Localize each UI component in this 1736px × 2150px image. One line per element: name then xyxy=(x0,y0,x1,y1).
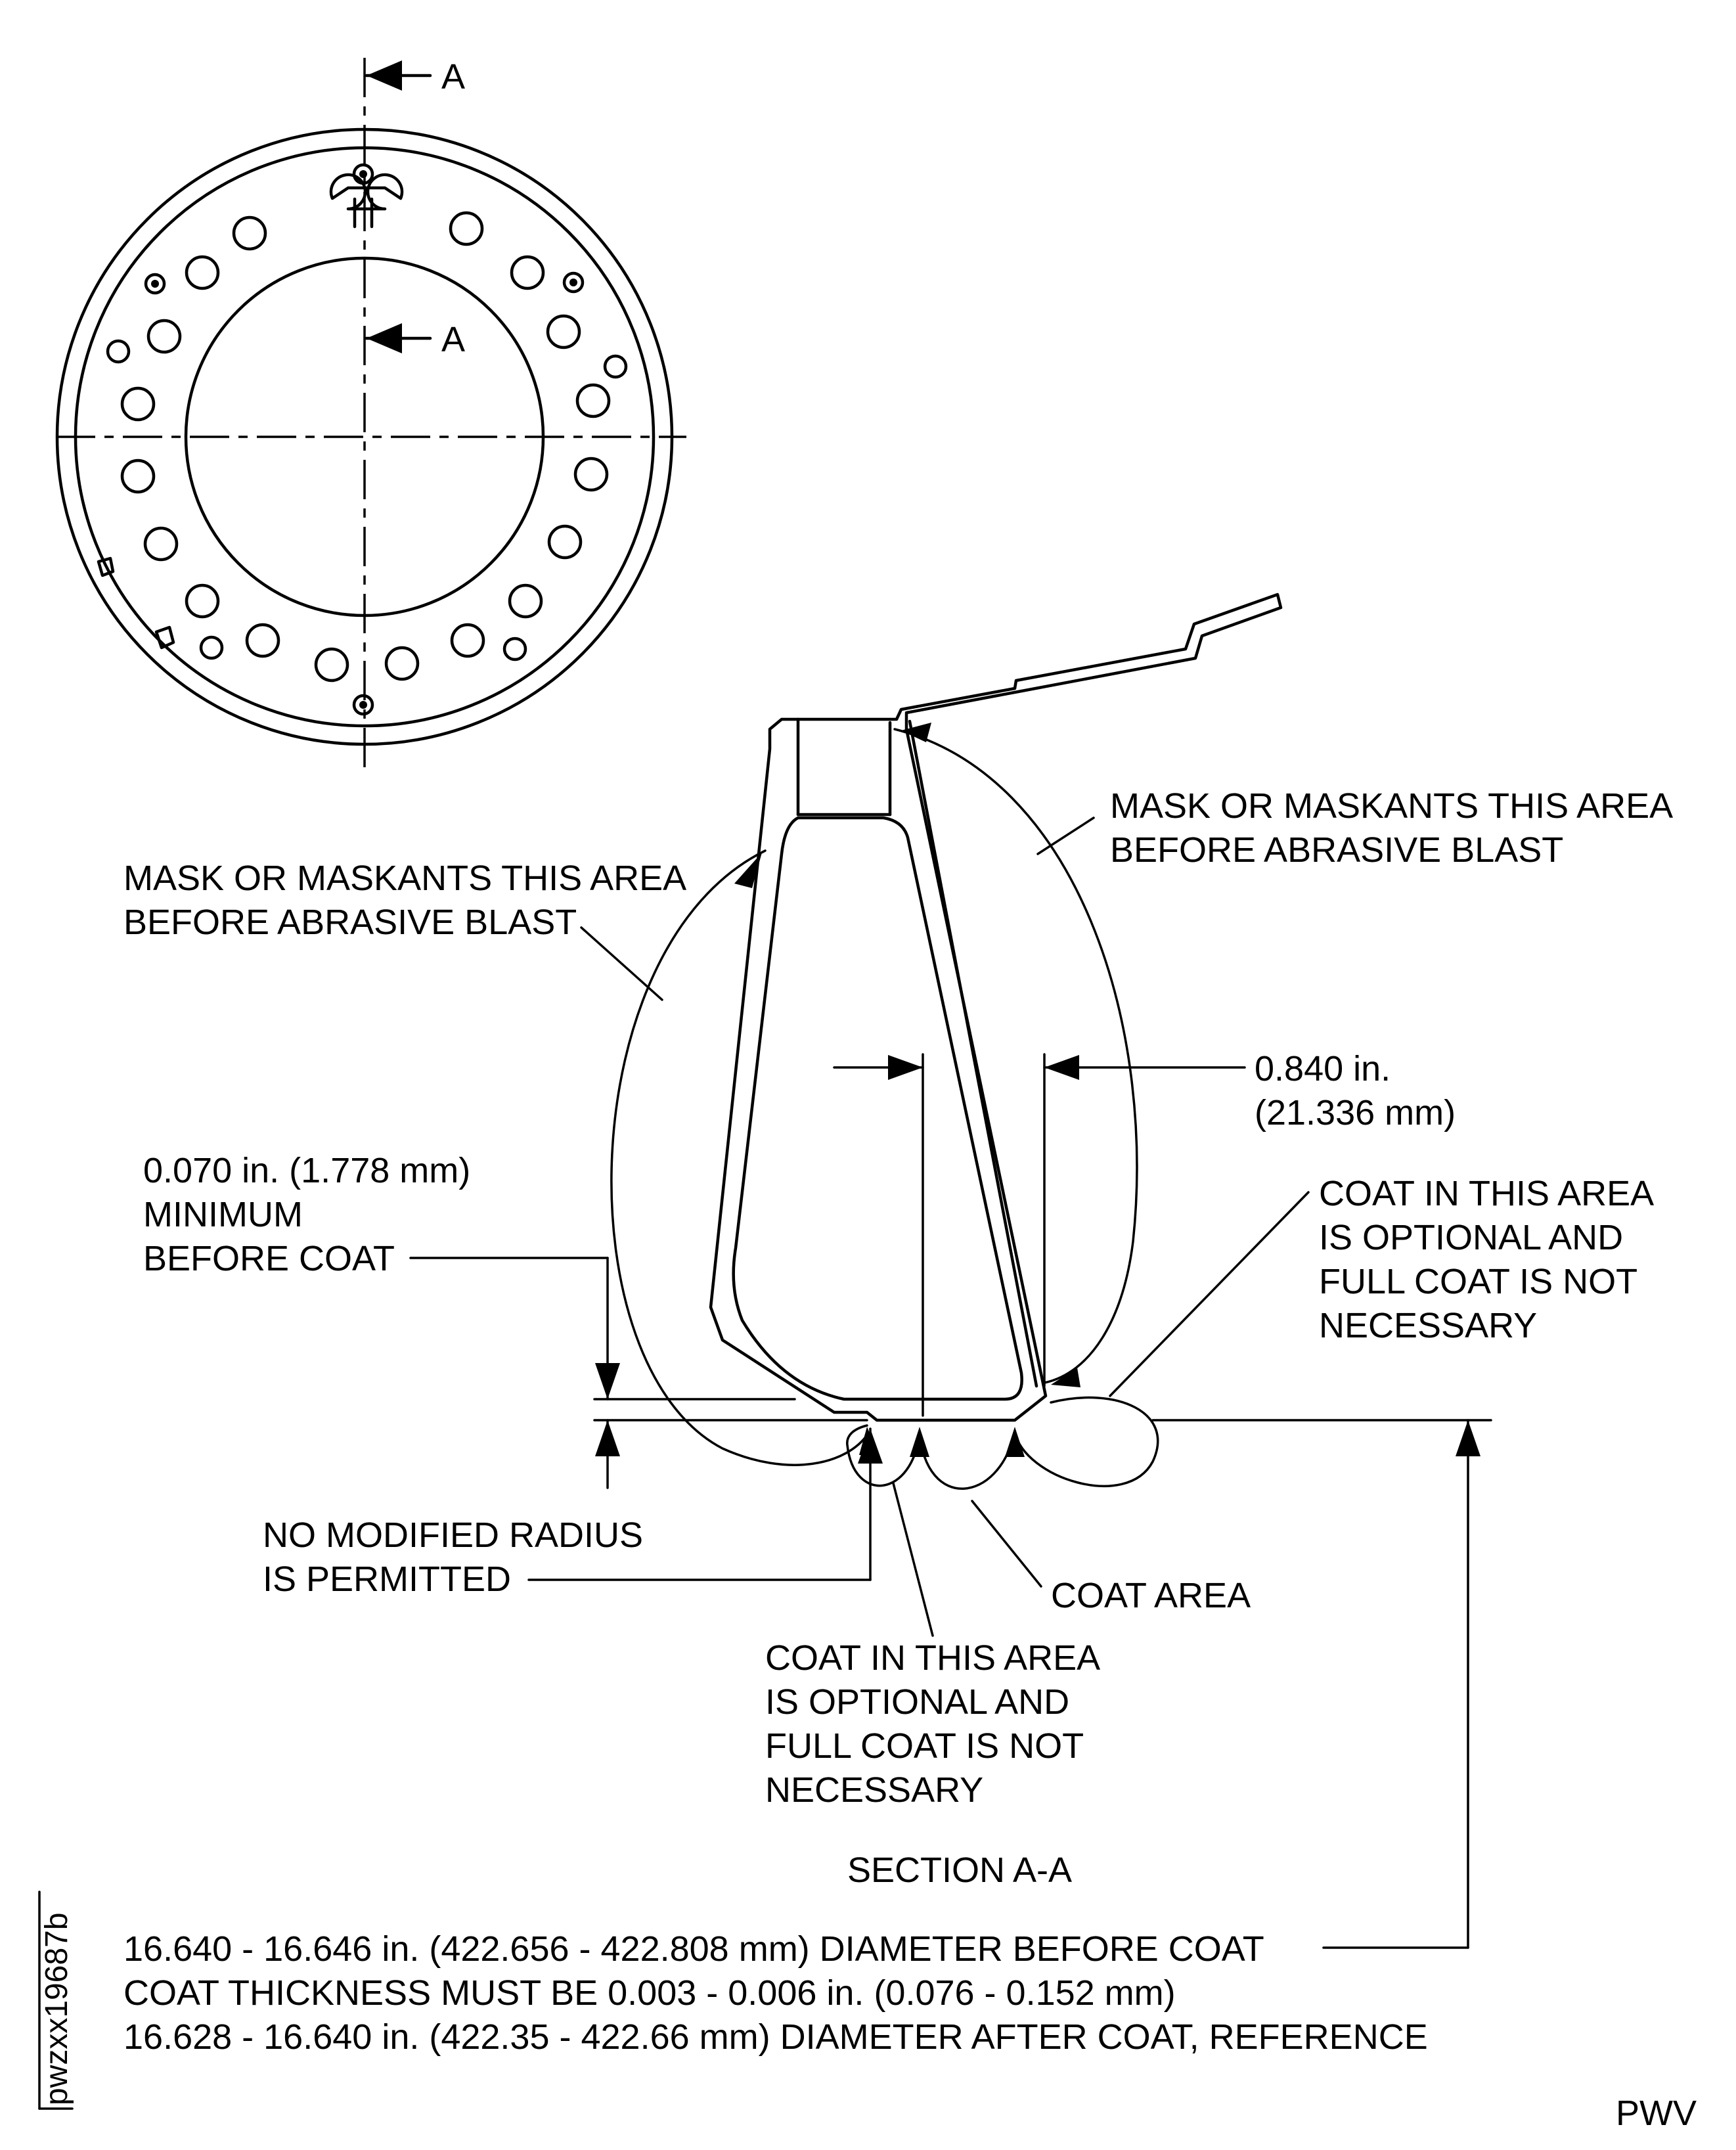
section-outer-contour xyxy=(709,593,1283,1422)
bolt-hole xyxy=(120,386,156,422)
bolt-hole-pattern xyxy=(106,211,628,683)
bolt-hole xyxy=(573,457,609,492)
rim-notch xyxy=(154,625,175,650)
dimension-0840: 0.840 in. (21.336 mm) xyxy=(833,1049,1456,1417)
bolt-hole xyxy=(508,583,543,619)
dim-0840-line2: (21.336 mm) xyxy=(1255,1093,1456,1132)
bolt-hole xyxy=(232,215,267,251)
dim-0840-line1: 0.840 in. xyxy=(1255,1049,1391,1088)
svg-text:NO MODIFIED RADIUS: NO MODIFIED RADIUS xyxy=(263,1515,643,1555)
bolt-hole xyxy=(146,319,182,354)
small-hole xyxy=(199,635,224,660)
pin xyxy=(562,271,585,294)
diameter-note-thickness: COAT THICKNESS MUST BE 0.003 - 0.006 in.… xyxy=(123,1973,1176,2013)
plan-view-ring: A A xyxy=(55,57,686,770)
bolt-hole xyxy=(185,255,220,290)
dim-0070-line3: BEFORE COAT xyxy=(143,1239,395,1278)
locating-pins xyxy=(144,163,585,716)
bolt-hole xyxy=(449,211,484,246)
diameter-notes: 16.640 - 16.646 in. (422.656 - 422.808 m… xyxy=(123,1929,1428,2057)
svg-text:COAT IN THIS AREA: COAT IN THIS AREA xyxy=(765,1638,1100,1678)
svg-text:IS OPTIONAL AND: IS OPTIONAL AND xyxy=(765,1682,1069,1722)
mask-loop-left xyxy=(610,849,870,1466)
svg-text:FULL COAT IS NOT: FULL COAT IS NOT xyxy=(1319,1262,1637,1301)
optional-coat-note-bottom: COAT IN THIS AREA IS OPTIONAL AND FULL C… xyxy=(765,1638,1100,1810)
bolt-hole xyxy=(547,524,583,560)
optional-coat-note-right: COAT IN THIS AREA IS OPTIONAL AND FULL C… xyxy=(1319,1174,1654,1345)
bolt-hole xyxy=(450,623,485,658)
bolt-hole xyxy=(384,646,420,681)
mask-region-loops xyxy=(610,723,1159,1490)
section-label: A xyxy=(441,57,465,97)
diameter-note-before: 16.640 - 16.646 in. (422.656 - 422.808 m… xyxy=(123,1929,1264,1969)
bolt-hole xyxy=(245,623,280,658)
svg-text:IS OPTIONAL AND: IS OPTIONAL AND xyxy=(1319,1218,1623,1257)
mask-note-left: MASK OR MASKANTS THIS AREA BEFORE ABRASI… xyxy=(123,859,686,942)
corner-code: PWV xyxy=(1616,2094,1697,2133)
pin xyxy=(144,273,166,295)
diameter-note-after: 16.628 - 16.640 in. (422.35 - 422.66 mm)… xyxy=(123,2017,1428,2057)
svg-text:BEFORE ABRASIVE BLAST: BEFORE ABRASIVE BLAST xyxy=(123,903,577,942)
bolt-hole xyxy=(314,647,349,683)
svg-text:IS PERMITTED: IS PERMITTED xyxy=(263,1559,511,1599)
svg-text:MASK OR MASKANTS THIS AREA: MASK OR MASKANTS THIS AREA xyxy=(123,859,686,898)
bolt-hole xyxy=(185,583,220,619)
mask-note-right: MASK OR MASKANTS THIS AREA BEFORE ABRASI… xyxy=(1110,786,1673,870)
bolt-hole xyxy=(510,255,545,290)
dimension-0070: 0.070 in. (1.778 mm) MINIMUM BEFORE COAT xyxy=(143,1151,868,1489)
bolt-hole xyxy=(575,383,611,418)
section-profile xyxy=(709,593,1283,1422)
svg-text:COAT IN THIS AREA: COAT IN THIS AREA xyxy=(1319,1174,1654,1213)
svg-text:BEFORE ABRASIVE BLAST: BEFORE ABRASIVE BLAST xyxy=(1110,830,1563,870)
figure-id: pwzxx19687b xyxy=(38,1891,74,2110)
top-slot xyxy=(329,173,404,211)
mask-loop-right xyxy=(893,728,1138,1384)
svg-text:NECESSARY: NECESSARY xyxy=(765,1770,983,1810)
bolt-hole xyxy=(120,459,156,494)
dim-0070-line2: MINIMUM xyxy=(143,1195,303,1234)
coat-loop-right xyxy=(1013,1396,1159,1487)
dim-0070-line1: 0.070 in. (1.778 mm) xyxy=(143,1151,470,1190)
radius-note: NO MODIFIED RADIUS IS PERMITTED xyxy=(263,1515,643,1599)
section-title: SECTION A-A xyxy=(847,1850,1072,1890)
diameter-reference xyxy=(1151,1419,1492,1949)
small-hole xyxy=(502,637,527,661)
coat-area-label: COAT AREA xyxy=(1051,1576,1251,1615)
svg-text:FULL COAT IS NOT: FULL COAT IS NOT xyxy=(765,1726,1084,1766)
leader-lines xyxy=(527,817,1310,1637)
pin xyxy=(352,694,374,716)
section-cut-arrow-bottom: A xyxy=(365,320,465,359)
coat-loop-mid xyxy=(918,1431,1016,1490)
section-label: A xyxy=(441,320,465,359)
small-hole xyxy=(106,339,131,364)
section-cavity xyxy=(732,816,1023,1401)
svg-text:MASK OR MASKANTS THIS AREA: MASK OR MASKANTS THIS AREA xyxy=(1110,786,1673,826)
bolt-hole xyxy=(143,526,179,562)
small-hole xyxy=(603,354,628,379)
svg-text:pwzxx19687b: pwzxx19687b xyxy=(39,1912,74,2105)
svg-text:NECESSARY: NECESSARY xyxy=(1319,1306,1537,1345)
bolt-hole xyxy=(546,314,581,349)
rim-notch xyxy=(97,556,115,577)
coat-loop-left xyxy=(846,1424,921,1487)
section-cut-arrow-top: A xyxy=(365,57,465,97)
